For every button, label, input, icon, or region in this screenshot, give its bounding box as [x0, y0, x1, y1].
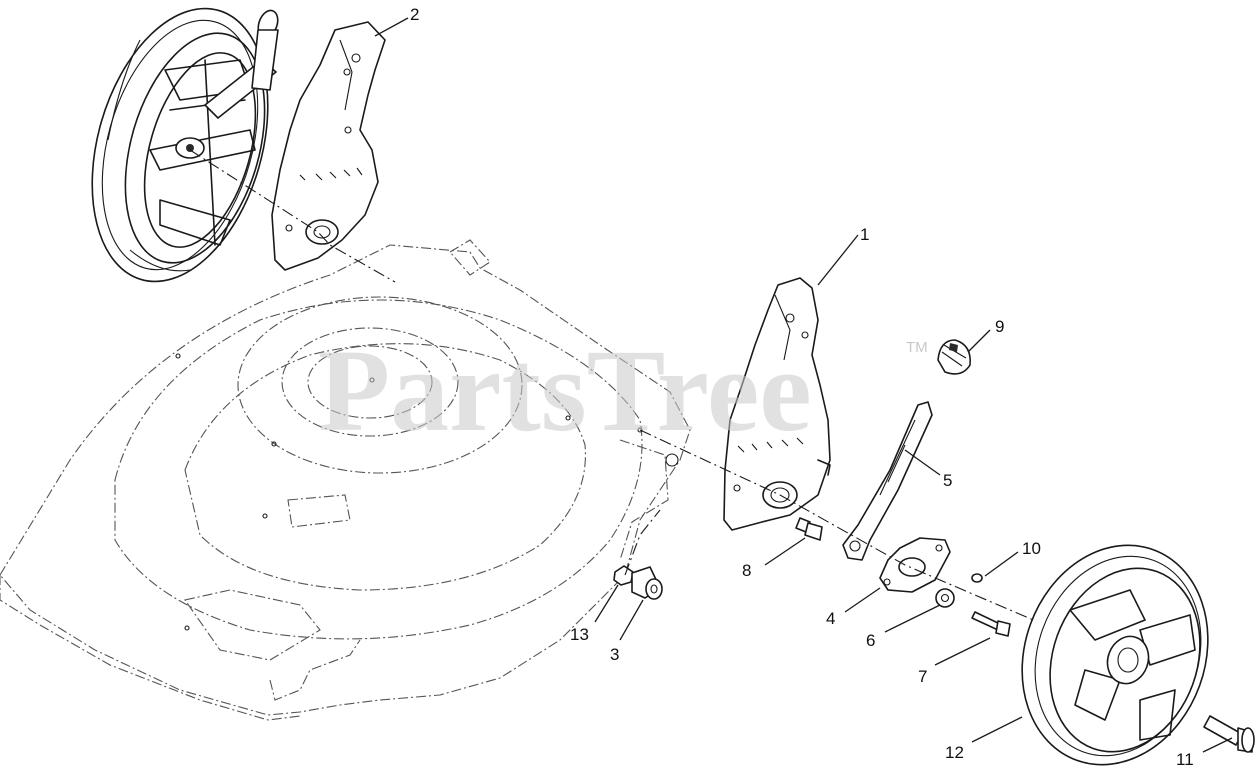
wheel-bolt — [1203, 715, 1255, 753]
callout-5: 5 — [943, 471, 952, 490]
callout-2: 2 — [410, 5, 419, 24]
callout-10: 10 — [1022, 539, 1041, 558]
callout-labels: 2 1 9 5 10 8 4 6 7 13 3 12 11 — [410, 5, 1194, 769]
front-axle-centerline — [639, 429, 1136, 671]
watermark-brand: PartsTree — [318, 325, 812, 456]
watermark-trademark: TM — [906, 339, 928, 356]
callout-8: 8 — [742, 561, 751, 580]
hex-nut — [613, 565, 634, 586]
mower-deck-outline — [0, 239, 691, 721]
leader-lines — [374, 17, 1233, 753]
pivot-plate — [879, 537, 951, 593]
callout-1: 1 — [860, 225, 869, 244]
shoulder-bolt — [795, 517, 823, 541]
adjuster-knob — [937, 339, 972, 375]
adjuster-lever — [842, 401, 933, 561]
bolt — [971, 611, 1011, 637]
wheel-rear-left — [91, 7, 279, 283]
bushing — [631, 566, 663, 600]
callout-11: 11 — [1176, 750, 1194, 769]
callout-3: 3 — [610, 645, 619, 664]
bushing-centerline — [624, 509, 661, 576]
rear-axle-centerline — [189, 149, 396, 283]
callout-9: 9 — [995, 317, 1004, 336]
callout-13: 13 — [570, 625, 589, 644]
callout-6: 6 — [866, 631, 875, 650]
callout-7: 7 — [918, 667, 927, 686]
callout-12: 12 — [945, 743, 964, 762]
washer-large — [935, 588, 955, 608]
callout-4: 4 — [826, 609, 835, 628]
washer-small — [971, 573, 983, 583]
rear-height-adjust-bracket — [271, 21, 386, 271]
wheel-front-right — [1021, 544, 1209, 766]
